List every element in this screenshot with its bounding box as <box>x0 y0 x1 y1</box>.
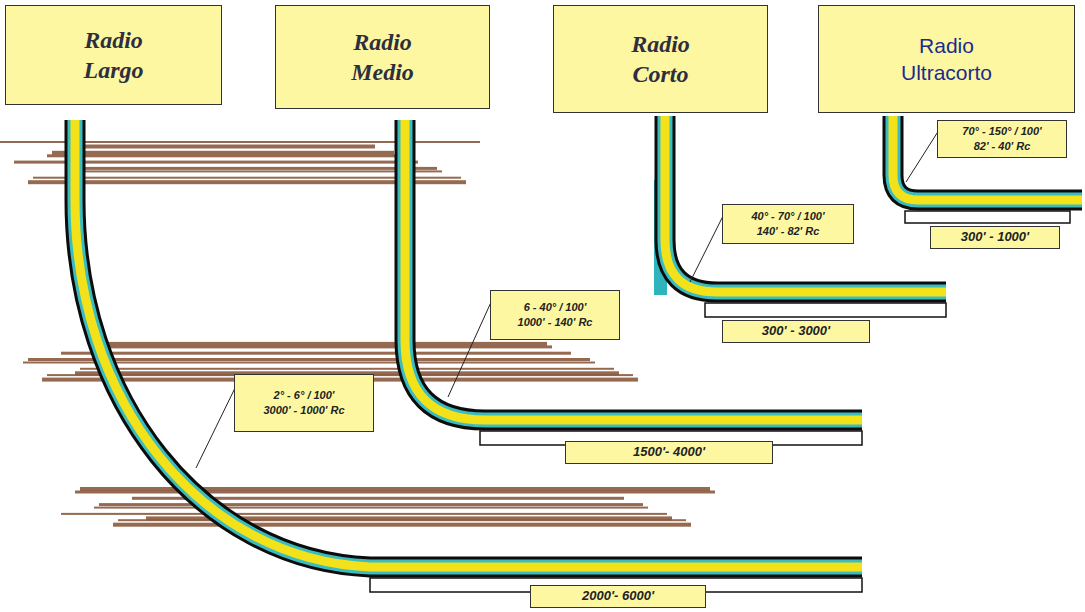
rock-streak <box>61 352 571 355</box>
rock-streak <box>85 145 375 149</box>
callout-text: 40° - 70° / 100' <box>751 209 824 224</box>
build-rate-callout: 40° - 70° / 100'140' - 82' Rc <box>722 204 854 244</box>
header-text: Radio Corto <box>631 29 690 89</box>
rock-streak <box>47 154 399 157</box>
callout-text: 82' - 40' Rc <box>974 139 1031 154</box>
callout-text: 1000' - 140' Rc <box>518 315 593 330</box>
rock-streak <box>61 513 667 515</box>
length-text: 300' - 3000' <box>762 323 830 340</box>
length-label: 1500'- 4000' <box>565 441 773 464</box>
header-text: Radio Medio <box>351 27 414 87</box>
length-text: 2000'- 6000' <box>582 588 654 605</box>
callout-text: 2° - 6° / 100' <box>274 388 335 403</box>
rock-streak <box>113 523 691 527</box>
type-header: Radio Largo <box>5 5 222 105</box>
rock-streak <box>99 342 547 346</box>
type-header: Radio Corto <box>553 5 768 113</box>
rock-strata <box>0 141 715 527</box>
rock-streak <box>94 507 648 509</box>
length-brackets <box>370 211 1070 592</box>
rock-streak <box>99 503 643 506</box>
build-rate-callout: 2° - 6° / 100'3000' - 1000' Rc <box>234 374 374 432</box>
rock-streak <box>94 345 552 348</box>
header-text: Radio Largo <box>84 25 144 85</box>
length-label: 2000'- 6000' <box>530 585 706 608</box>
callout-text: 3000' - 1000' Rc <box>263 403 344 418</box>
type-header: Radio Ultracorto <box>818 5 1075 113</box>
rock-streak <box>80 368 614 370</box>
length-label: 300' - 3000' <box>722 320 870 343</box>
rock-streak <box>71 167 437 170</box>
rock-streak <box>75 491 715 494</box>
build-rate-callout: 70° - 150° / 100'82' - 40' Rc <box>937 120 1067 158</box>
callout-text: 70° - 150° / 100' <box>962 124 1041 139</box>
length-text: 1500'- 4000' <box>633 444 705 461</box>
well-paths <box>75 116 1082 567</box>
type-header: Radio Medio <box>275 5 490 109</box>
rock-streak <box>66 170 442 172</box>
length-text: 300' - 1000' <box>961 229 1029 246</box>
callout-text: 140' - 82' Rc <box>757 224 820 239</box>
header-text: Radio Ultracorto <box>901 32 992 87</box>
length-label: 300' - 1000' <box>930 226 1060 249</box>
build-rate-callout: 6 - 40° / 100'1000' - 140' Rc <box>490 290 620 340</box>
rock-streak <box>52 151 394 155</box>
leader-lines <box>196 130 939 468</box>
callout-text: 6 - 40° / 100' <box>524 300 587 315</box>
